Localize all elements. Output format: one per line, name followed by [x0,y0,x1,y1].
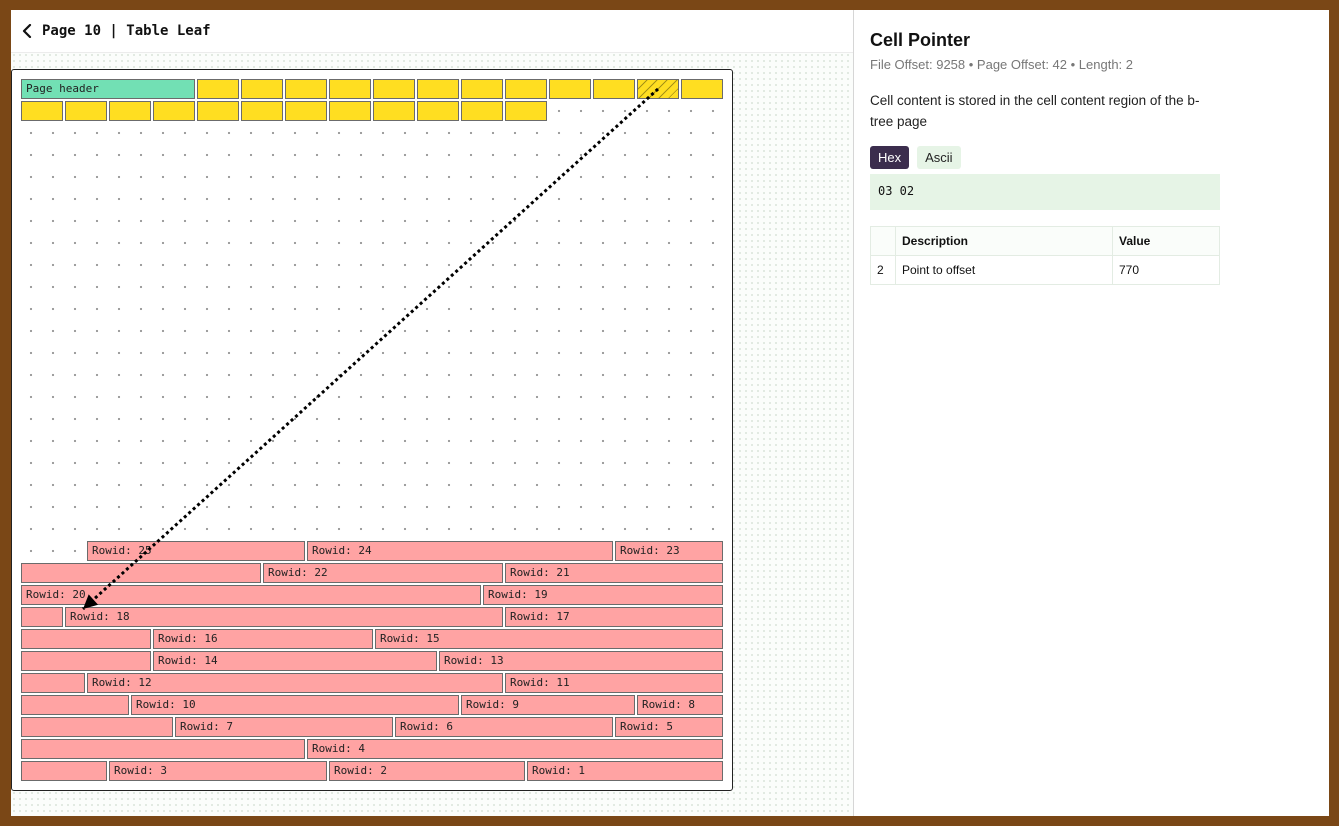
column-header-description: Description [895,226,1113,256]
record-cell[interactable]: Rowid: 14 [153,651,437,671]
record-cell[interactable]: Rowid: 1 [527,761,723,781]
record-fragment[interactable] [21,739,305,759]
cell-pointer[interactable] [505,79,547,99]
cell-pointer[interactable] [197,79,239,99]
record-cell[interactable]: Rowid: 11 [505,673,723,693]
record-cell[interactable]: Rowid: 3 [109,761,327,781]
record-cell[interactable]: Rowid: 23 [615,541,723,561]
cell-pointer[interactable] [329,101,371,121]
record-cell[interactable]: Rowid: 19 [483,585,723,605]
row-index-cell: 2 [870,255,896,285]
record-cell[interactable]: Rowid: 5 [615,717,723,737]
page-header-cell[interactable]: Page header [21,79,195,99]
cell-pointer[interactable] [241,101,283,121]
record-fragment[interactable] [21,629,151,649]
hex-value-box: 03 02 [870,174,1220,210]
record-cell[interactable]: Rowid: 22 [263,563,503,583]
record-cell[interactable]: Rowid: 9 [461,695,635,715]
record-cell[interactable]: Rowid: 24 [307,541,613,561]
cell-pointer[interactable] [373,101,415,121]
cell-pointer[interactable] [505,101,547,121]
cell-pointer[interactable] [681,79,723,99]
cell-pointer[interactable] [241,79,283,99]
cell-pointer[interactable] [285,79,327,99]
record-cell[interactable]: Rowid: 17 [505,607,723,627]
cell-pointer[interactable] [417,101,459,121]
cell-pointer[interactable] [153,101,195,121]
detail-description: Cell content is stored in the cell conte… [870,93,1200,129]
record-cell[interactable]: Rowid: 12 [87,673,503,693]
row-value-cell: 770 [1112,255,1220,285]
record-cell[interactable]: Rowid: 13 [439,651,723,671]
record-cell[interactable]: Rowid: 6 [395,717,613,737]
cell-pointer[interactable] [285,101,327,121]
cell-pointer[interactable] [197,101,239,121]
record-cell[interactable]: Rowid: 18 [65,607,503,627]
column-header-value: Value [1112,226,1220,256]
row-description-cell: Point to offset [895,255,1113,285]
record-cell[interactable]: Rowid: 25 [87,541,305,561]
record-fragment[interactable] [21,563,261,583]
cell-pointer[interactable] [417,79,459,99]
record-cell[interactable]: Rowid: 4 [307,739,723,759]
record-fragment[interactable] [21,717,173,737]
table-row: 2 Point to offset 770 [870,255,1220,285]
record-fragment[interactable] [21,695,129,715]
page-title: Page 10 | Table Leaf [42,23,211,39]
pointer-arrow-line [81,87,660,611]
record-fragment[interactable] [21,761,107,781]
view-tabs: Hex Ascii [870,146,1220,169]
cell-pointer[interactable] [109,101,151,121]
record-cell[interactable]: Rowid: 20 [21,585,481,605]
detail-title: Cell Pointer [870,30,971,50]
cell-pointer[interactable] [329,79,371,99]
record-cell[interactable]: Rowid: 2 [329,761,525,781]
record-cell[interactable]: Rowid: 21 [505,563,723,583]
offset-info: File Offset: 9258 • Page Offset: 42 • Le… [870,57,1134,72]
detail-panel: Cell Pointer File Offset: 9258 • Page Of… [854,10,1329,816]
tab-hex[interactable]: Hex [870,146,910,169]
cell-pointer-selected[interactable] [637,79,679,99]
fields-table: Description Value 2 Point to offset 770 [870,226,1220,285]
tab-ascii[interactable]: Ascii [917,146,961,169]
record-cell[interactable]: Rowid: 7 [175,717,393,737]
page-toolbar: Page 10 | Table Leaf [11,10,853,53]
table-header-row: Description Value [870,226,1220,256]
record-cell[interactable]: Rowid: 10 [131,695,459,715]
cell-pointer[interactable] [461,101,503,121]
record-fragment[interactable] [21,607,63,627]
chevron-left-icon [22,24,32,38]
record-cell[interactable]: Rowid: 15 [375,629,723,649]
cell-pointer[interactable] [373,79,415,99]
back-button[interactable] [16,20,38,42]
cell-pointer[interactable] [549,79,591,99]
cell-pointer[interactable] [21,101,63,121]
cell-pointer[interactable] [593,79,635,99]
cell-pointer[interactable] [65,101,107,121]
record-fragment[interactable] [21,651,151,671]
record-cell[interactable]: Rowid: 16 [153,629,373,649]
cell-pointer[interactable] [461,79,503,99]
record-fragment[interactable] [21,673,85,693]
record-cell[interactable]: Rowid: 8 [637,695,723,715]
column-header-index [870,226,896,256]
